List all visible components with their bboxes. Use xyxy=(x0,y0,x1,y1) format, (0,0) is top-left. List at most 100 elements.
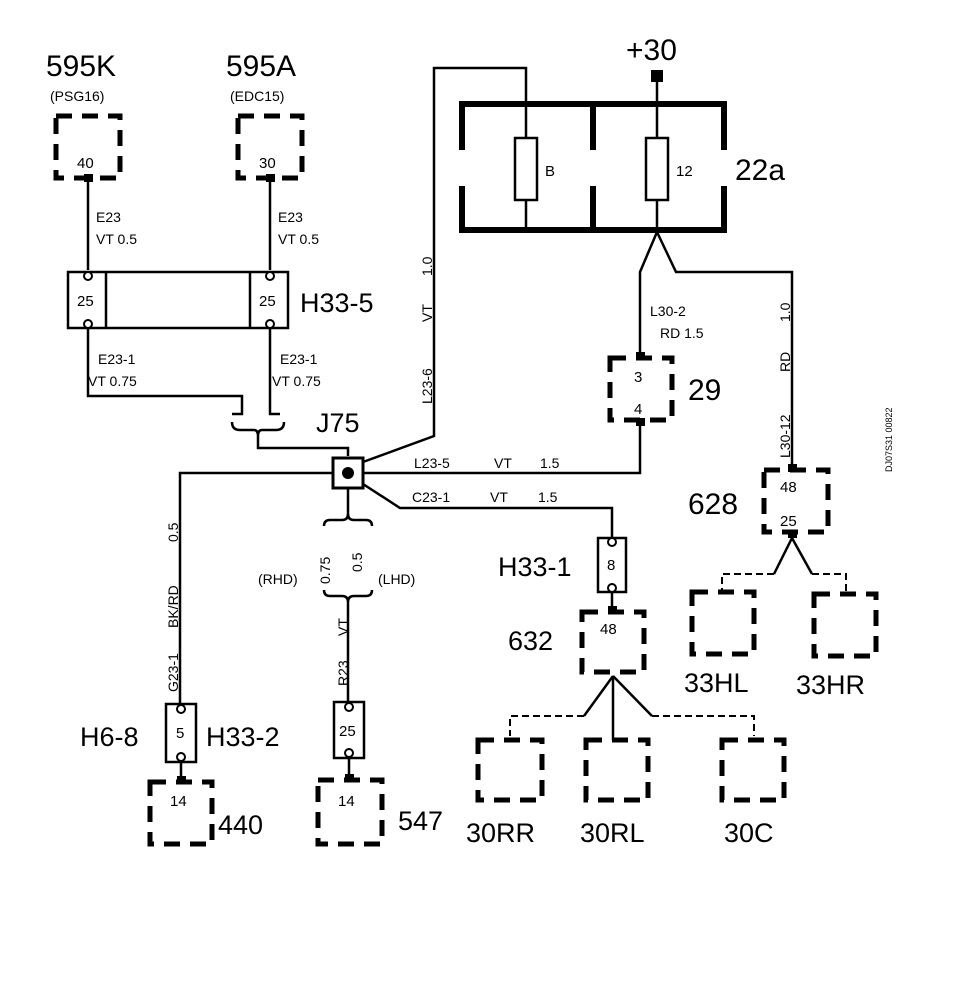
connector-h33-2-pin-bottom xyxy=(176,752,186,762)
connector-h33-1: 8 H33-1 xyxy=(498,536,628,594)
component-547: 14 547 xyxy=(315,774,443,847)
fuse-12 xyxy=(644,136,670,202)
component-33hl: 33HL xyxy=(684,589,757,698)
wire-628-to-33hr xyxy=(790,537,814,575)
fusebox-22a: +30 B 12 22a xyxy=(459,34,785,233)
wire-e23-1-left-spec: VT 0.75 xyxy=(88,373,137,389)
component-30rr: 30RR xyxy=(466,737,545,848)
component-29-pin-top: 3 xyxy=(634,369,642,386)
fusebox-22a-gap-mid xyxy=(590,150,598,186)
component-547-label: 547 xyxy=(398,806,443,836)
component-595a-label: 595A xyxy=(226,50,296,83)
fuse-12-label: 12 xyxy=(676,163,693,180)
fusebox-22a-gap-right xyxy=(721,150,729,186)
connector-h33-1-label: H33-1 xyxy=(498,552,572,582)
wire-632-to-30rr xyxy=(582,675,615,717)
wire-e23-1-right-name: E23-1 xyxy=(280,351,318,367)
fuse-b xyxy=(513,136,539,202)
connector-h33-1-pin-top xyxy=(607,537,617,547)
component-29-label: 29 xyxy=(688,374,721,407)
wire-e23-to-j75 xyxy=(256,436,350,456)
reference-code: DJ07S31 00822 xyxy=(884,407,894,472)
connector-h33-5-pin-right-label: 25 xyxy=(259,293,276,310)
terminal-595k xyxy=(84,174,93,182)
wire-l23-5-name: L23-5 xyxy=(414,455,450,471)
wire-l23-5 xyxy=(363,426,642,475)
wire-628-33hr-dashed xyxy=(812,573,847,592)
component-30rl-box xyxy=(583,737,651,803)
wire-l23-6-name: L23-6 xyxy=(419,368,435,404)
connector-547-inline-pin-top xyxy=(344,702,354,712)
wire-g23-1 xyxy=(178,471,333,704)
wire-c23-1-size: 1.5 xyxy=(538,489,558,505)
component-33hl-box xyxy=(689,589,757,657)
wire-c23-1-color: VT xyxy=(490,489,508,505)
splice-j75-node xyxy=(342,467,354,479)
connector-h33-5-label: H33-5 xyxy=(300,288,374,318)
connector-h33-5-body xyxy=(66,270,290,330)
wire-l30-2-spec: RD 1.5 xyxy=(660,325,704,341)
wire-l30-2 xyxy=(638,231,659,352)
terminal-628-bottom xyxy=(788,530,797,538)
connector-h33-5: 25 25 H33-5 xyxy=(66,270,374,330)
wire-r23-color: VT xyxy=(335,618,351,636)
wire-e23-1-left-name: E23-1 xyxy=(98,351,136,367)
component-632: 48 632 xyxy=(508,606,647,675)
component-632-label: 632 xyxy=(508,626,553,656)
wire-g23-1-color: BK/RD xyxy=(165,585,181,628)
fusebox-22a-label: 22a xyxy=(735,154,785,187)
terminal-595a xyxy=(266,174,275,182)
terminal-29-bottom xyxy=(636,418,645,426)
wire-merge-bracket xyxy=(230,421,286,437)
supply-plus30-terminal xyxy=(651,70,663,82)
fusebox-22a-gap-left xyxy=(459,150,467,186)
component-33hr-box xyxy=(811,591,879,659)
component-29: 3 4 29 xyxy=(607,352,721,426)
wire-r23-size-lhd: 0.5 xyxy=(349,552,365,572)
connector-h33-5-pin-left-label: 25 xyxy=(77,293,94,310)
component-29-pin-bottom: 4 xyxy=(634,401,642,418)
component-440-label: 440 xyxy=(218,810,263,840)
wire-e23-1-left xyxy=(86,328,244,416)
component-595k-label: 595K xyxy=(46,50,116,83)
wire-l30-12-color: RD xyxy=(777,352,793,372)
wire-e23-1-right-spec: VT 0.75 xyxy=(272,373,321,389)
connector-h33-5-pin-right-top xyxy=(265,271,275,281)
component-628-label: 628 xyxy=(688,488,738,521)
component-628-pin-bottom: 25 xyxy=(780,513,797,530)
component-30rl: 30RL xyxy=(580,737,651,848)
component-632-pin: 48 xyxy=(600,621,617,638)
wire-l30-12-name: L30-12 xyxy=(777,414,793,458)
supply-plus30-label: +30 xyxy=(626,34,677,67)
wire-r23-rhd: (RHD) xyxy=(258,571,298,587)
component-547-pin: 14 xyxy=(338,793,355,810)
wire-g23-1-name: G23-1 xyxy=(165,653,181,692)
component-595a: 595A (EDC15) 30 xyxy=(226,50,305,182)
component-33hr: 33HR xyxy=(796,591,879,700)
component-595k-pin: 40 xyxy=(77,155,94,172)
wire-e23-right-name: E23 xyxy=(278,209,303,225)
wire-632-to-30c xyxy=(612,675,653,717)
component-628: 48 25 628 xyxy=(688,464,831,538)
component-30c-label: 30C xyxy=(724,818,774,848)
wire-r23-lhd: (LHD) xyxy=(378,571,415,587)
component-440-box xyxy=(147,779,215,847)
wire-r23-size-rhd: 0.75 xyxy=(317,557,333,584)
wire-632-30rr-dashed xyxy=(509,715,584,736)
component-595a-sublabel: (EDC15) xyxy=(230,88,284,104)
component-440-pin: 14 xyxy=(170,793,187,810)
wire-e23-left-name: E23 xyxy=(96,209,121,225)
connector-h33-2: 5 H6-8 H33-2 xyxy=(80,702,280,764)
fuse-b-label: B xyxy=(545,163,555,180)
connector-h33-2-pin-top xyxy=(176,704,186,714)
connector-h33-1-pin-bottom xyxy=(607,583,617,593)
wire-628-33hl-dashed xyxy=(721,573,774,590)
connector-h33-1-pin: 8 xyxy=(607,557,615,574)
wire-e23-left-spec: VT 0.5 xyxy=(96,231,137,247)
component-30c: 30C xyxy=(719,737,787,848)
wire-628-to-33hl xyxy=(772,537,794,575)
wire-l30-12 xyxy=(655,231,794,470)
wire-632-30c-dashed xyxy=(652,715,755,736)
component-595k-sublabel: (PSG16) xyxy=(50,88,104,104)
